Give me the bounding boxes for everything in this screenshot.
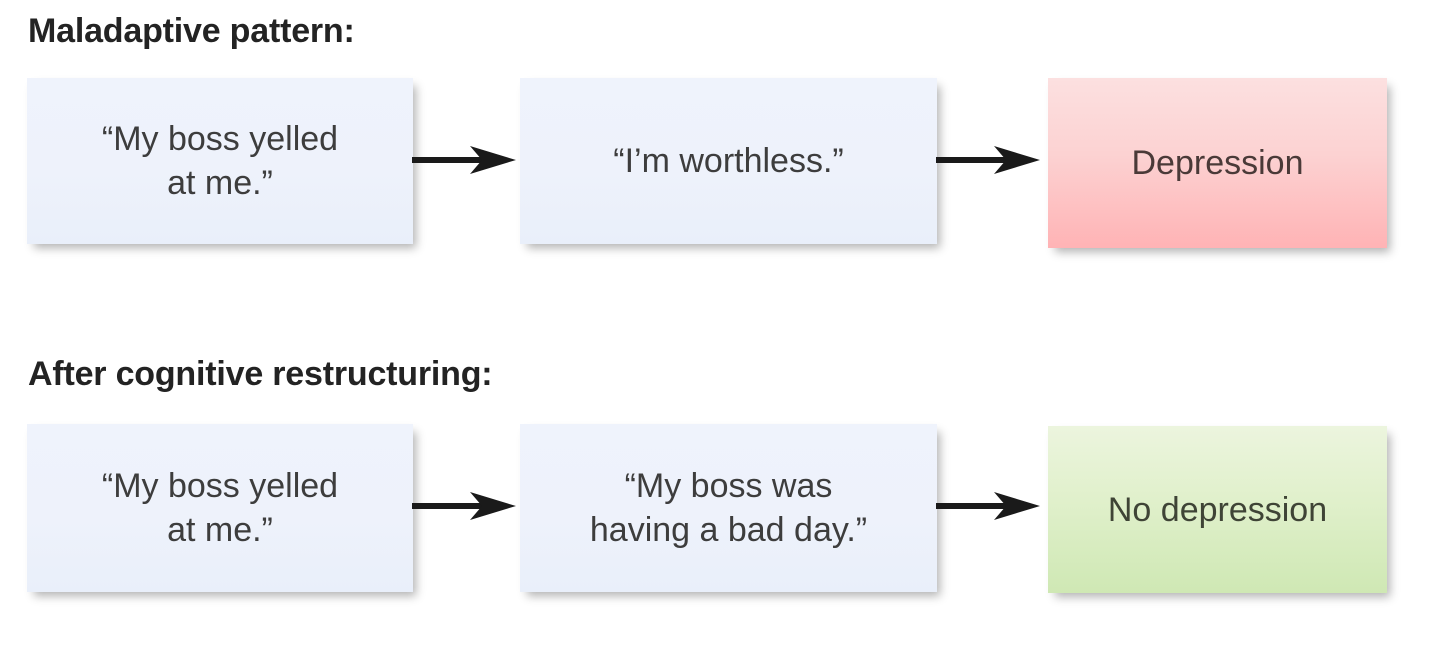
- node-row1-outcome-depression: Depression: [1048, 78, 1387, 248]
- node-label-line1: “I’m worthless.”: [613, 142, 844, 180]
- node-label-line2: having a bad day.”: [589, 511, 868, 549]
- node-label: “I’m worthless.”: [613, 139, 843, 183]
- node-label: No depression: [1108, 488, 1327, 532]
- section-heading-after-restructuring: After cognitive restructuring:: [28, 355, 493, 393]
- arrow-row1-thought-to-outcome: [936, 146, 1040, 174]
- node-label: “My boss yelled at me.”: [102, 117, 338, 205]
- node-row2-outcome-no-depression: No depression: [1048, 426, 1387, 593]
- node-label: Depression: [1132, 141, 1304, 185]
- node-row2-trigger: “My boss yelled at me.”: [27, 424, 413, 592]
- node-label: “My boss was having a bad day.”: [590, 464, 867, 552]
- node-row2-thought: “My boss was having a bad day.”: [520, 424, 937, 592]
- arrow-row2-trigger-to-thought: [412, 492, 516, 520]
- arrow-row2-thought-to-outcome: [936, 492, 1040, 520]
- node-label-line1: “My boss yelled: [101, 467, 339, 505]
- node-label-line2: at me.”: [167, 511, 273, 549]
- node-label-line1: No depression: [1107, 490, 1328, 529]
- section-heading-maladaptive: Maladaptive pattern:: [28, 12, 355, 50]
- node-label-line1: Depression: [1131, 144, 1304, 182]
- node-label: “My boss yelled at me.”: [102, 464, 338, 552]
- node-row1-thought: “I’m worthless.”: [520, 78, 937, 244]
- arrow-row1-trigger-to-thought: [412, 146, 516, 174]
- node-label-line1: “My boss was: [624, 467, 833, 505]
- node-label-line1: “My boss yelled: [101, 120, 339, 158]
- node-label-line2: at me.”: [167, 164, 273, 202]
- node-row1-trigger: “My boss yelled at me.”: [27, 78, 413, 244]
